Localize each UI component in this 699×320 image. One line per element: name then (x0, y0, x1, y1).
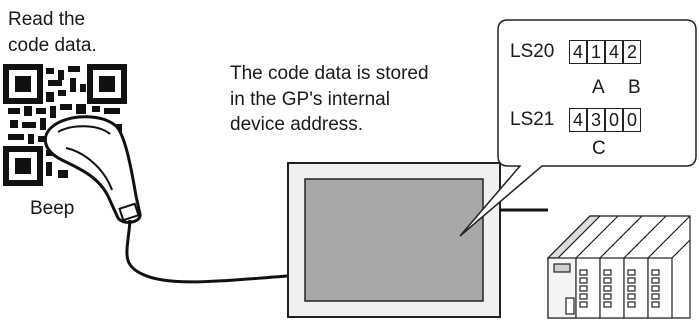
marker-b: B (628, 77, 641, 98)
ls20-digit-1: 4 (569, 40, 587, 64)
marker-a: A (592, 77, 605, 98)
ls21-digit-3: 0 (605, 108, 623, 132)
marker-c: C (592, 138, 606, 159)
description-line2: in the GP's internal (230, 89, 390, 110)
ls21-digit-1: 4 (569, 108, 587, 132)
plc-rack (546, 215, 691, 319)
description-line3: device address. (230, 114, 364, 135)
ls21-digit-2: 3 (587, 108, 605, 132)
ls21-digit-4: 0 (623, 108, 641, 132)
scanner-icon (44, 115, 142, 224)
beep-label: Beep (30, 198, 75, 219)
register-ls21-name: LS21 (510, 109, 555, 130)
scanner-cable (125, 219, 289, 284)
read-step-line2: code data. (8, 35, 97, 56)
ls20-digit-2: 1 (587, 40, 605, 64)
gp-display-unit (287, 162, 548, 318)
read-step-line1: Read the (8, 9, 86, 30)
ls20-digit-4: 2 (623, 40, 641, 64)
description-line1: The code data is stored (230, 63, 429, 84)
register-ls20-name: LS20 (510, 41, 555, 62)
ls20-digit-3: 4 (605, 40, 623, 64)
